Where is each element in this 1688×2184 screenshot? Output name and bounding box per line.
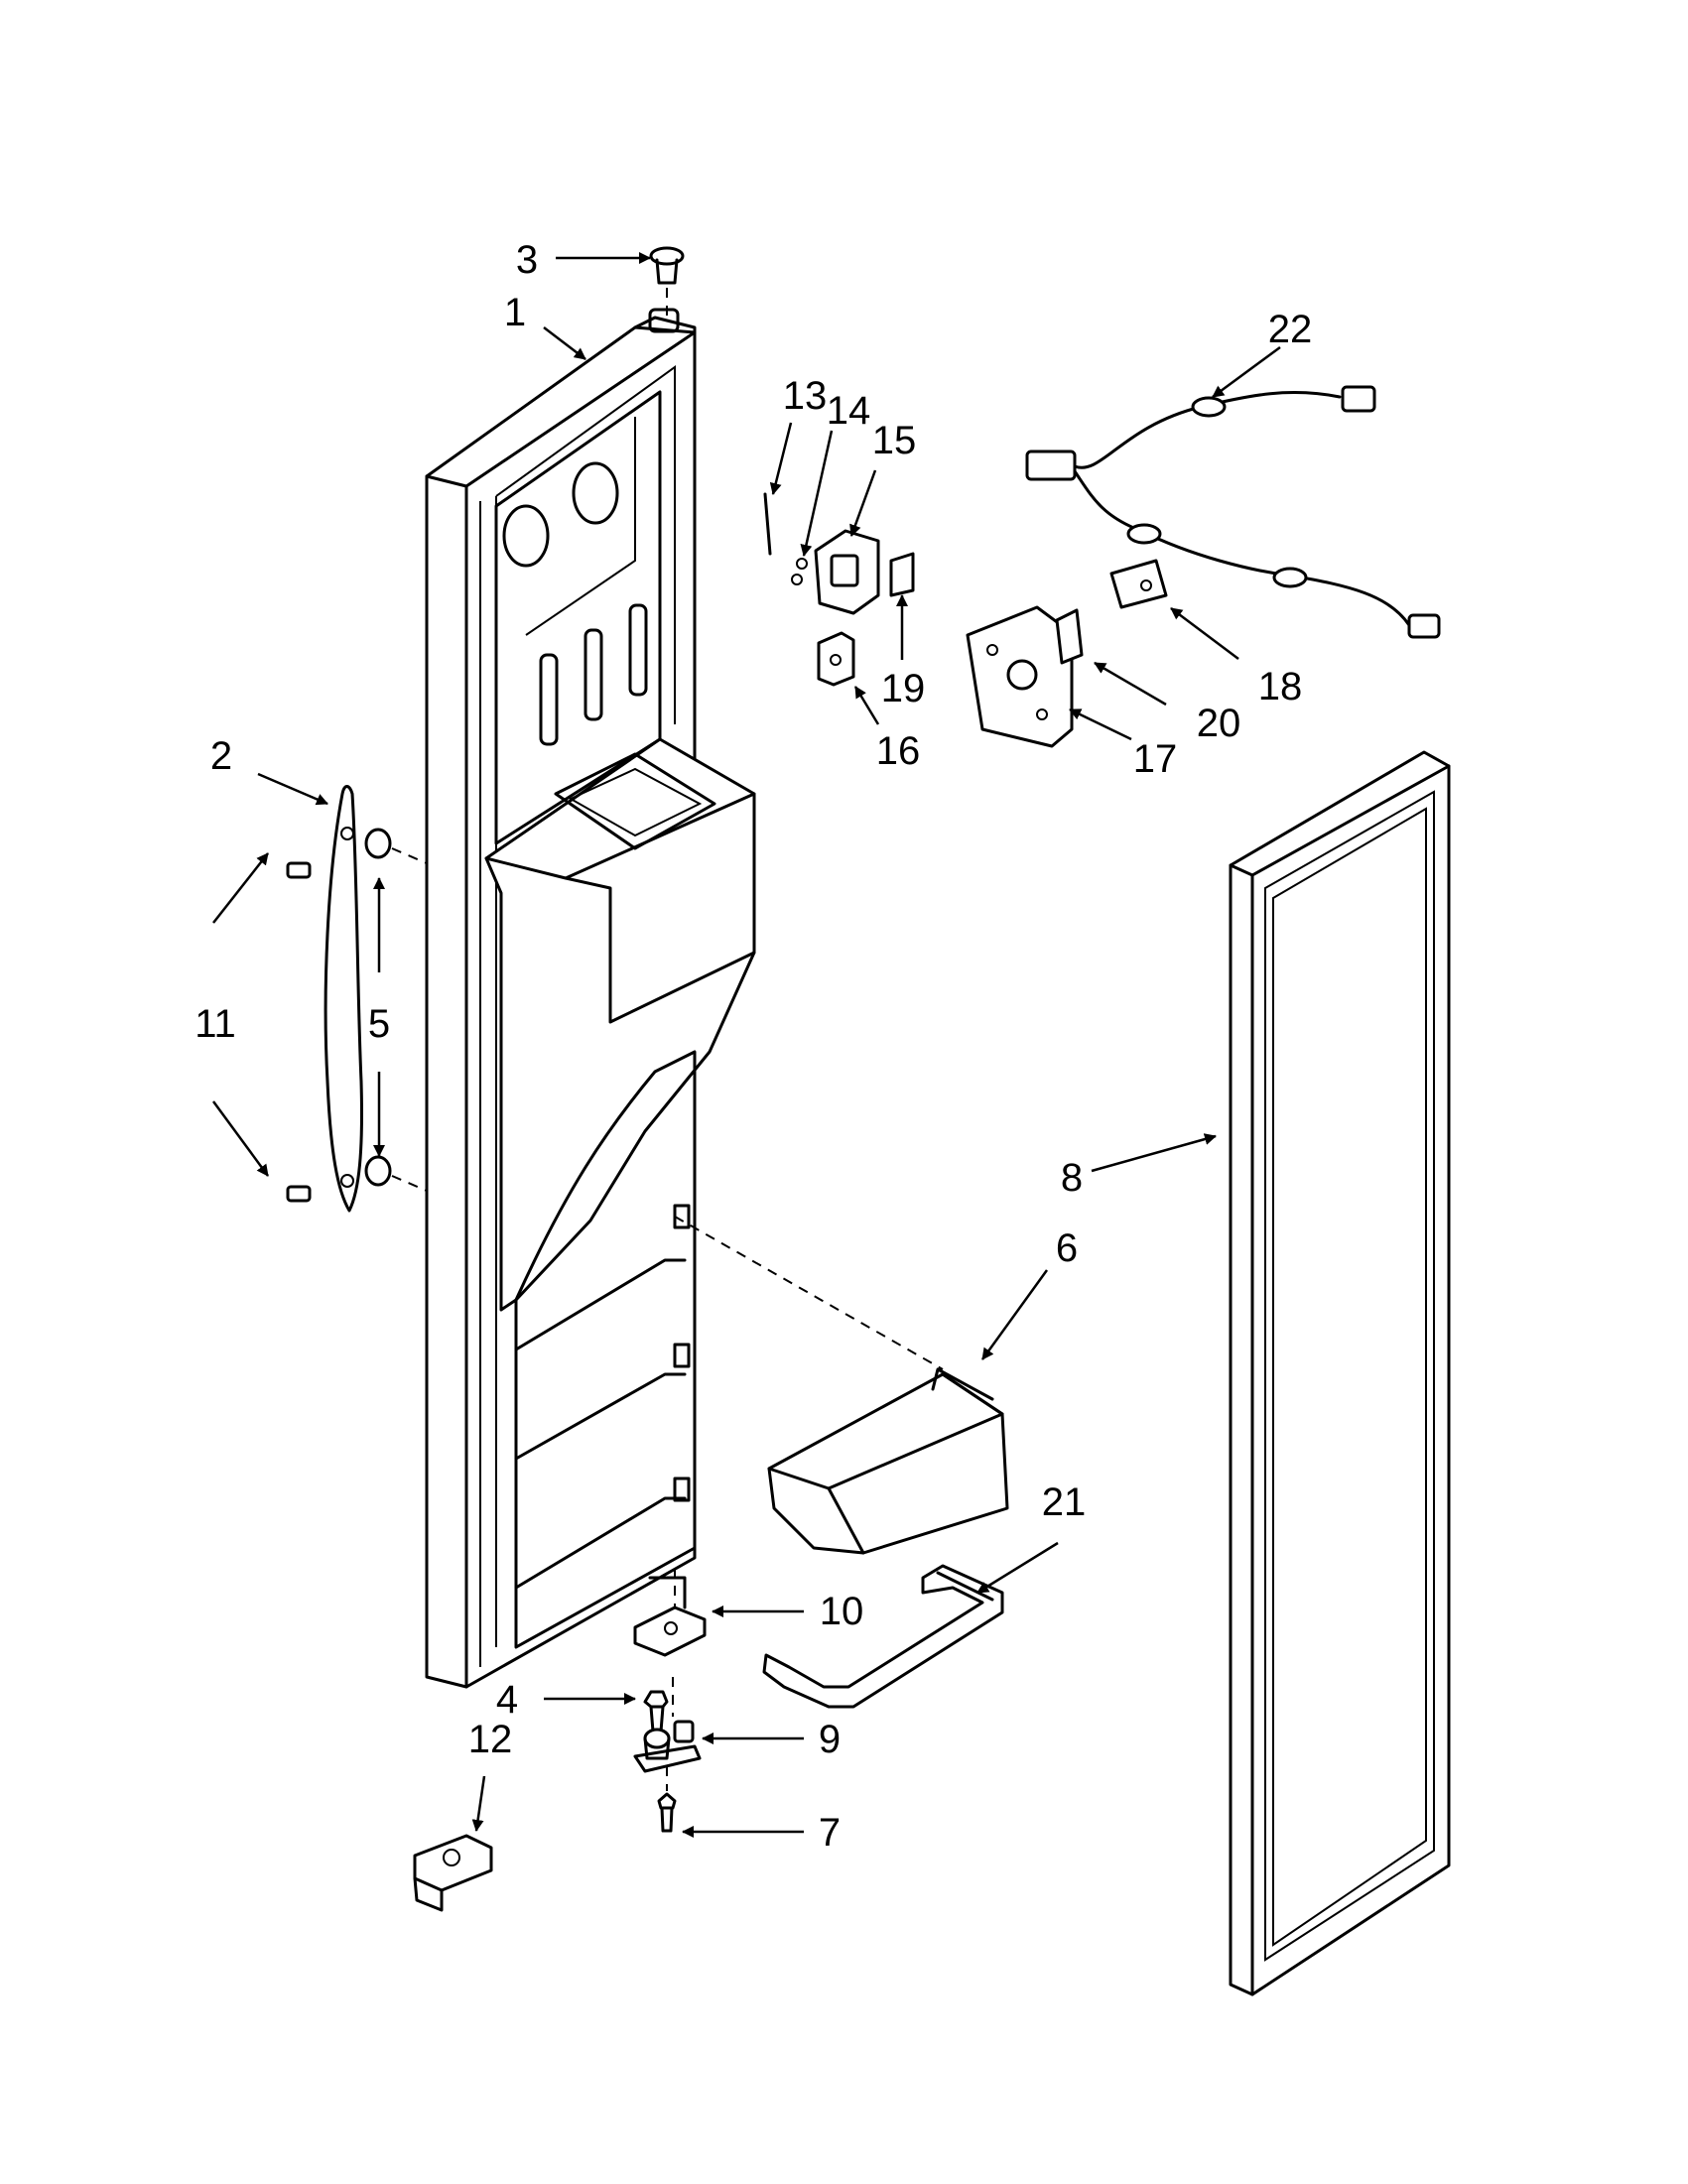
callout-18: 18	[1258, 665, 1303, 708]
door-gasket	[1229, 750, 1451, 1996]
door-handle	[324, 785, 363, 1213]
callout-22: 22	[1268, 308, 1313, 351]
callout-14: 14	[827, 389, 871, 433]
top-hinge-bushing	[649, 246, 685, 318]
callout-21: 21	[1042, 1480, 1087, 1524]
callout-4: 4	[496, 1678, 518, 1722]
callout-15: 15	[872, 419, 917, 462]
callout-16: 16	[876, 729, 921, 773]
door-bin	[674, 1216, 1009, 1555]
callout-17: 17	[1133, 737, 1178, 781]
bin-rail	[762, 1564, 1004, 1709]
callout-5: 5	[368, 1002, 390, 1046]
wiring-harness	[1025, 385, 1441, 639]
callout-1: 1	[504, 291, 526, 334]
bottom-hinge-parts	[413, 1568, 707, 1912]
callout-11: 11	[195, 1002, 236, 1046]
dispenser-small-parts	[763, 492, 915, 687]
callout-20: 20	[1197, 702, 1241, 745]
callout-3: 3	[516, 238, 538, 282]
callout-8: 8	[1061, 1156, 1083, 1200]
callout-12: 12	[468, 1718, 513, 1761]
callout-2: 2	[210, 734, 232, 778]
handle-screws	[286, 861, 312, 1203]
control-module	[966, 559, 1168, 748]
leader-lines	[211, 252, 1281, 1838]
callout-13: 13	[783, 374, 828, 418]
callout-7: 7	[819, 1811, 841, 1855]
callout-labels: 1 2 3 4 5 6 7 8 9 10 11 12 13 14 15 16 1…	[195, 238, 1312, 1855]
callout-10: 10	[820, 1590, 864, 1633]
callout-9: 9	[819, 1718, 841, 1761]
handle-bushings	[364, 828, 428, 1192]
callout-6: 6	[1056, 1226, 1078, 1270]
callout-19: 19	[881, 667, 926, 710]
freezer-door-panel	[425, 308, 756, 1689]
